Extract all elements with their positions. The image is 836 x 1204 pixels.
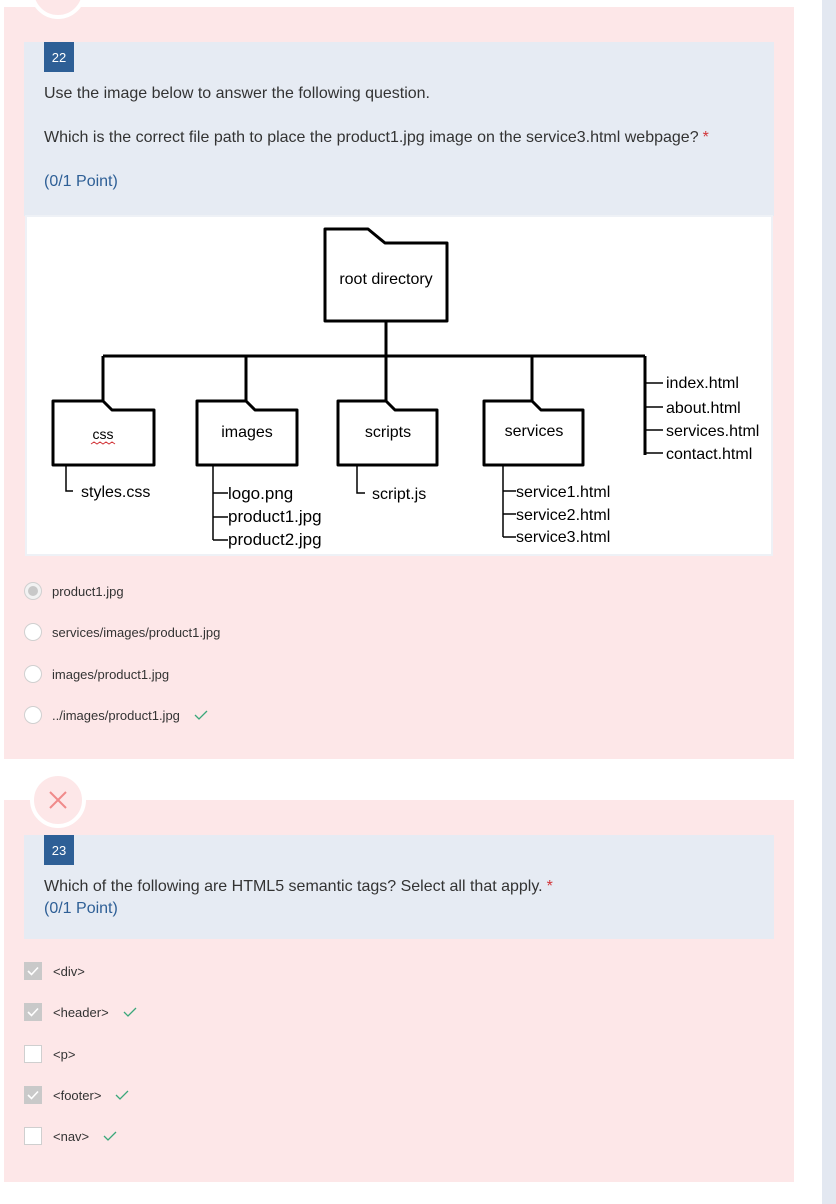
option-div[interactable]: <div> [24, 960, 85, 982]
incorrect-mark-icon [30, 772, 86, 828]
file-service3-html: service3.html [516, 529, 610, 546]
option-footer[interactable]: <footer> [24, 1084, 129, 1106]
question-intro: Use the image below to answer the follow… [44, 85, 430, 102]
question-header: 23 Which of the following are HTML5 sema… [24, 835, 774, 939]
question-text-body: Which of the following are HTML5 semanti… [44, 878, 543, 895]
question-card-22: 22 Use the image below to answer the fol… [4, 0, 794, 759]
checkbox[interactable] [24, 1127, 42, 1145]
directory-tree-image: root directory css images scripts servic… [25, 215, 773, 556]
file-index-html: index.html [666, 375, 739, 392]
services-folder-icon [482, 399, 585, 467]
scripts-folder-label: scripts [365, 424, 411, 441]
question-number: 23 [44, 835, 74, 865]
file-service2-html: service2.html [516, 507, 610, 524]
option-label: images/product1.jpg [52, 666, 170, 682]
checkbox[interactable] [24, 1045, 42, 1063]
images-folder-icon [195, 399, 299, 467]
option-services-images-product1[interactable]: services/images/product1.jpg [24, 621, 220, 643]
css-folder-label: css [93, 426, 114, 442]
services-folder-label: services [505, 423, 564, 440]
question-text-body: Which is the correct file path to place … [44, 129, 699, 146]
option-label: <nav> [53, 1128, 90, 1144]
option-label: services/images/product1.jpg [52, 624, 221, 640]
checkbox[interactable] [24, 1086, 42, 1104]
correct-check-icon [123, 1007, 137, 1017]
root-folder-icon [323, 227, 449, 323]
checkbox-check-icon [27, 1007, 39, 1017]
required-marker: * [546, 878, 553, 895]
file-contact-html: contact.html [666, 446, 752, 463]
option-images-product1[interactable]: images/product1.jpg [24, 663, 169, 685]
question-header: 22 Use the image below to answer the fol… [24, 42, 774, 216]
required-marker: * [702, 129, 709, 146]
radio-button[interactable] [24, 665, 42, 683]
checkbox[interactable] [24, 962, 42, 980]
option-label: ../images/product1.jpg [52, 707, 180, 723]
scripts-folder-icon [336, 399, 439, 467]
radio-button[interactable] [24, 706, 42, 724]
checkbox-check-icon [27, 1090, 39, 1100]
correct-check-icon [115, 1090, 129, 1100]
question-text: Which is the correct file path to place … [44, 129, 709, 147]
file-service1-html: service1.html [516, 484, 610, 501]
images-folder-label: images [221, 424, 273, 441]
file-script-js: script.js [372, 486, 426, 503]
page-scrollbar-track[interactable] [822, 0, 836, 1204]
radio-button[interactable] [24, 582, 42, 600]
option-parent-images-product1[interactable]: ../images/product1.jpg [24, 704, 208, 726]
question-points: (0/1 Point) [44, 173, 118, 190]
incorrect-mark-icon [30, 0, 86, 19]
correct-check-icon [103, 1131, 117, 1141]
question-number: 22 [44, 42, 74, 72]
option-label: <p> [53, 1046, 76, 1062]
option-label: <div> [53, 963, 85, 979]
file-styles-css: styles.css [81, 484, 150, 501]
correct-check-icon [194, 710, 208, 720]
file-about-html: about.html [666, 400, 741, 417]
file-product1-jpg: product1.jpg [228, 507, 322, 526]
root-folder-label: root directory [339, 271, 432, 288]
checkbox-check-icon [27, 966, 39, 976]
option-label: product1.jpg [52, 583, 124, 599]
file-logo-png: logo.png [228, 484, 293, 503]
css-folder-icon [51, 399, 156, 467]
question-points: (0/1 Point) [44, 900, 118, 917]
question-card-23: 23 Which of the following are HTML5 sema… [4, 772, 794, 1182]
question-text: Which of the following are HTML5 semanti… [44, 878, 553, 896]
option-label: <header> [53, 1004, 109, 1020]
radio-button[interactable] [24, 623, 42, 641]
option-nav[interactable]: <nav> [24, 1125, 117, 1147]
checkbox[interactable] [24, 1003, 42, 1021]
option-label: <footer> [53, 1087, 102, 1103]
option-header[interactable]: <header> [24, 1001, 137, 1023]
file-services-html: services.html [666, 423, 759, 440]
option-product1-jpg[interactable]: product1.jpg [24, 580, 124, 602]
option-p[interactable]: <p> [24, 1043, 75, 1065]
file-product2-jpg: product2.jpg [228, 530, 322, 549]
